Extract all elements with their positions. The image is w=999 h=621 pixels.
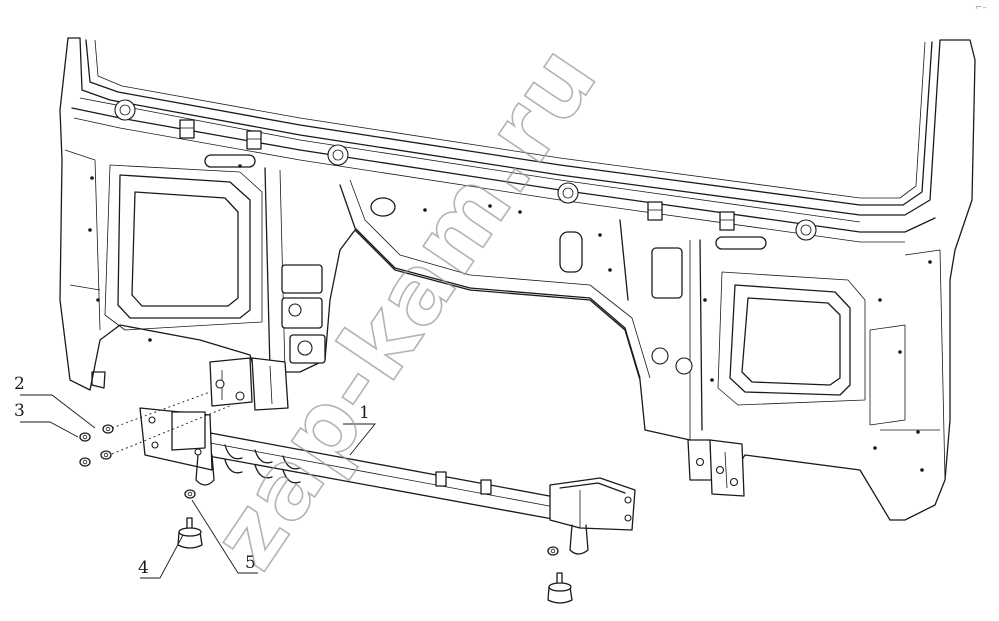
rubber-mount-part-4-left [177, 517, 203, 549]
cross-member-assembly [139, 407, 636, 555]
grommet-3 [557, 182, 579, 204]
callout-1: 1 [359, 403, 370, 423]
nut-part-2-upper [102, 424, 114, 434]
left-panel-opening [104, 164, 263, 331]
clip-4 [719, 211, 735, 231]
grommet-1 [114, 99, 136, 121]
cab-right-mount-bracket [687, 439, 745, 497]
callout-3: 3 [14, 401, 25, 421]
hanger-fingers [224, 444, 301, 484]
nut-part-2-lower [100, 450, 112, 460]
callout-2: 2 [14, 374, 25, 394]
clip-3 [647, 201, 663, 221]
nut-part-5-right [547, 546, 559, 556]
nut-part-5 [184, 489, 196, 499]
callout-leaders [20, 394, 376, 579]
panel-rivets [88, 164, 932, 472]
clip-2 [246, 130, 262, 150]
right-panel-opening [717, 271, 866, 406]
grommet-2 [327, 144, 349, 166]
cab-rear-panel [59, 37, 976, 521]
corner-mark: ⌐– [975, 3, 988, 13]
grommet-4 [795, 219, 817, 241]
cab-left-mount-bracket [209, 357, 289, 411]
washer-part-3-lower [79, 457, 91, 467]
clip-1 [179, 119, 195, 139]
callout-4: 4 [138, 558, 149, 578]
callout-5: 5 [245, 553, 256, 573]
rubber-mount-part-4-right [547, 572, 573, 604]
washer-part-3-upper [79, 432, 91, 442]
